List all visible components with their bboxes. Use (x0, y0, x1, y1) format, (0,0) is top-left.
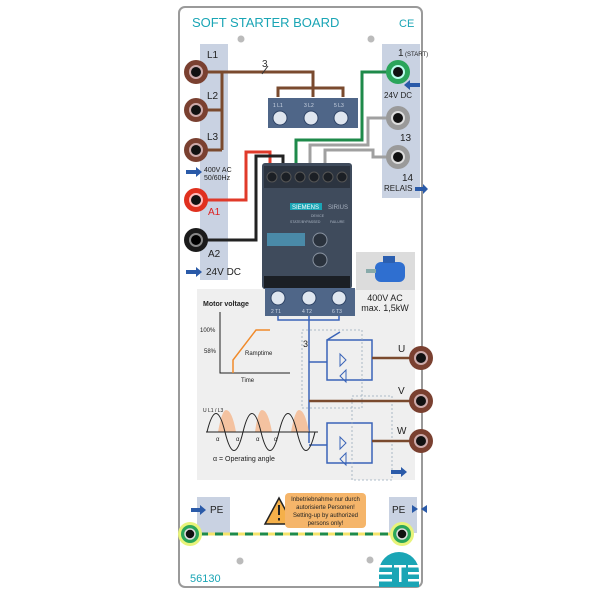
ramp-time-dial[interactable] (312, 232, 328, 248)
supply-voltage-label: 400V AC (204, 167, 232, 174)
arrow-right-icon (186, 167, 202, 177)
socket-l1[interactable] (184, 60, 208, 84)
ramp-chart-axes (219, 312, 290, 374)
led-label: FAILURE (330, 220, 345, 224)
screw-icon (237, 35, 245, 43)
pe-left-label: PE (210, 505, 224, 516)
alpha-label: α (274, 437, 278, 443)
terminal-label: 1 L1 (273, 103, 283, 109)
label-a2: A2 (208, 249, 221, 260)
label-l3: L3 (207, 132, 219, 143)
conduction-area (218, 410, 309, 432)
wiring (204, 70, 390, 242)
thyristor-icon (339, 352, 347, 467)
led-label: STATE/BYPASSED (290, 220, 321, 224)
label-start: 1 (398, 48, 404, 59)
label-relay-13: 13 (400, 133, 412, 144)
control-supply-label: 24V DC (206, 267, 241, 278)
thyristor-schematic (277, 316, 373, 464)
label-a1: A1 (208, 207, 221, 218)
socket-a1[interactable] (184, 188, 208, 212)
arrow-right-icon (415, 184, 428, 194)
alpha-label: α (216, 437, 220, 443)
start-supply-label: 24V DC (384, 91, 412, 100)
terminal-label: 3 L2 (304, 103, 314, 109)
ramp-time-label: Ramptime (245, 351, 273, 357)
arrow-left-icon (404, 80, 420, 90)
warning-box (285, 493, 366, 528)
device-brand: SIEMENS (292, 205, 319, 211)
warning-text: Inbetriebnahme nur durch (291, 497, 360, 503)
led-label: DEVICE (311, 214, 325, 218)
terminal-screw[interactable] (272, 110, 288, 126)
socket-pe-right[interactable] (390, 522, 414, 546)
tick-label-58: 58% (204, 349, 217, 355)
terminal-label: 2 T1 (271, 309, 281, 315)
socket-l3[interactable] (184, 138, 208, 162)
board-title: SOFT STARTER BOARD (192, 15, 339, 30)
relay-label: RELAIS (384, 184, 412, 193)
output-label-u: U (398, 344, 405, 355)
terminal-screw[interactable] (303, 110, 319, 126)
terminal-screw[interactable] (301, 290, 317, 306)
time-axis-label: Time (241, 378, 255, 384)
motor-power-label: max. 1,5kW (361, 303, 409, 313)
warning-text: Setting-up by authorized (293, 513, 358, 519)
start-note: (START) (405, 52, 428, 58)
ramp-curve (232, 329, 270, 373)
operating-angle-legend: α = Operating angle (213, 456, 275, 463)
wire-count-mark (261, 65, 269, 75)
ets-logo (378, 552, 420, 587)
warning-text: autorisierte Personen! (296, 505, 355, 511)
socket-start[interactable] (386, 60, 410, 84)
label-l2: L2 (207, 91, 219, 102)
socket-u[interactable] (409, 346, 433, 370)
socket-relay-14[interactable] (386, 145, 410, 169)
terminal-label: 5 L3 (334, 103, 344, 109)
arrow-right-icon (191, 505, 206, 515)
screw-icon (236, 557, 244, 565)
socket-l2[interactable] (184, 98, 208, 122)
phase-y-label: U L1 / L3 (203, 408, 224, 414)
device-series: SIRIUS (328, 205, 348, 211)
wire-count-label: 3 (262, 59, 268, 70)
arrow-both-icon (412, 505, 427, 513)
soft-starter-device: SIEMENS SIRIUS DEVICE STATE/BYPASSED FAI… (262, 163, 352, 289)
model-number: 56130 (190, 573, 221, 585)
terminal-screw[interactable] (270, 290, 286, 306)
supply-frequency-label: 50/60Hz (204, 175, 231, 182)
alpha-label: α (236, 437, 240, 443)
screw-icon (366, 556, 374, 564)
pe-left-strip (197, 497, 230, 533)
tick-label-100: 100% (200, 328, 216, 334)
socket-a2[interactable] (184, 228, 208, 252)
arrow-right-icon (391, 467, 407, 477)
arrow-right-icon (186, 267, 202, 277)
terminal-label: 4 T2 (302, 309, 312, 315)
phase-count-label: 3 (303, 339, 308, 349)
start-voltage-dial[interactable] (312, 252, 328, 268)
label-relay-14: 14 (402, 173, 414, 184)
alpha-label: α (256, 437, 260, 443)
motor-icon (366, 256, 405, 282)
label-l1: L1 (207, 50, 219, 61)
ramp-chart-title: Motor voltage (203, 301, 249, 308)
socket-v[interactable] (409, 389, 433, 413)
motor-voltage-label: 400V AC (367, 293, 403, 303)
terminal-screw[interactable] (331, 290, 347, 306)
output-label-v: V (398, 386, 405, 397)
output-label-w: W (397, 426, 407, 437)
screw-icon (367, 35, 375, 43)
socket-pe-left[interactable] (178, 522, 202, 546)
warning-text: persons only! (308, 521, 344, 527)
terminal-screw[interactable] (333, 110, 349, 126)
sockets (184, 60, 433, 453)
pe-right-label: PE (392, 505, 406, 516)
info-area (197, 289, 415, 480)
terminal-label: 6 T3 (332, 309, 342, 315)
ce-mark: CE (399, 18, 414, 30)
socket-w[interactable] (409, 429, 433, 453)
socket-relay-13[interactable] (386, 106, 410, 130)
